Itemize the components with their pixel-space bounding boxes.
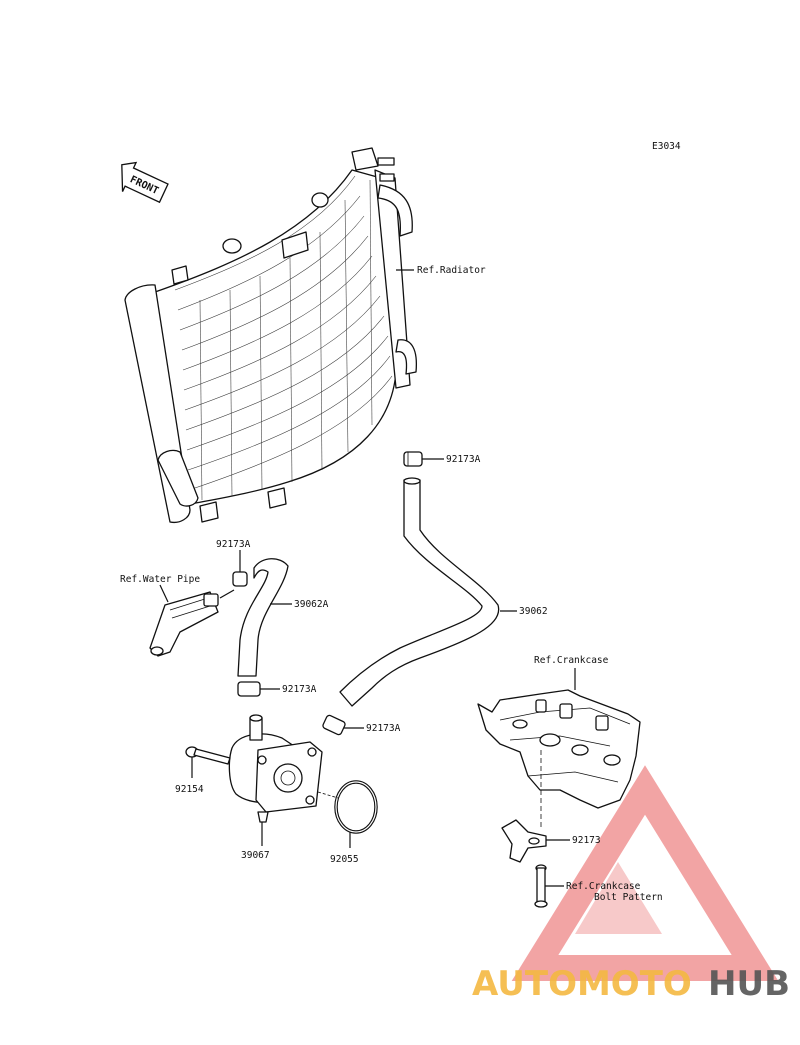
clamp-left-top: [232, 550, 248, 587]
hose-long-label: 39062: [519, 606, 548, 617]
hose-long: [339, 477, 500, 707]
crankcase: [477, 689, 641, 830]
oil-cooler: [228, 714, 323, 823]
crankcase-bolt: [534, 864, 548, 908]
clamp-mid: [237, 681, 280, 697]
watermark-logo-icon: [511, 765, 779, 981]
radiator-fins: [174, 175, 393, 501]
ref-radiator-label: Ref.Radiator: [417, 265, 486, 276]
front-arrow-icon: FRONT: [121, 161, 169, 204]
ref-crankcase-bolt-label-1: Ref.Crankcase: [566, 881, 641, 892]
bolt-label: 92154: [175, 784, 204, 795]
water-pipe: [149, 591, 219, 657]
watermark: AUTOMOTO HUB: [472, 964, 790, 1004]
watermark-text-2: HUB: [708, 964, 790, 1004]
bracket-label: 92173: [572, 835, 601, 846]
ref-water-pipe-label: Ref.Water Pipe: [120, 574, 200, 585]
clamp-mid-label: 92173A: [282, 684, 317, 695]
bracket: [501, 819, 547, 863]
ref-crankcase-bolt-label-2: Bolt Pattern: [594, 892, 663, 903]
diagram-code: E3034: [652, 141, 681, 152]
clamp-left-top-label: 92173A: [216, 539, 251, 550]
o-ring: [317, 780, 378, 834]
ref-crankcase-label: Ref.Crankcase: [534, 655, 609, 666]
bolt: [185, 746, 231, 765]
radiator: [124, 147, 418, 524]
clamp-right: [322, 714, 364, 736]
oring-label: 92055: [330, 854, 359, 865]
hose-short-label: 39062A: [294, 599, 329, 610]
watermark-text-1: AUTOMOTO: [472, 964, 692, 1004]
cooler-label: 39067: [241, 850, 270, 861]
clamp-top: [403, 451, 444, 467]
hose-short: [237, 558, 289, 677]
clamp-right-label: 92173A: [366, 723, 401, 734]
clamp-top-label: 92173A: [446, 454, 481, 465]
